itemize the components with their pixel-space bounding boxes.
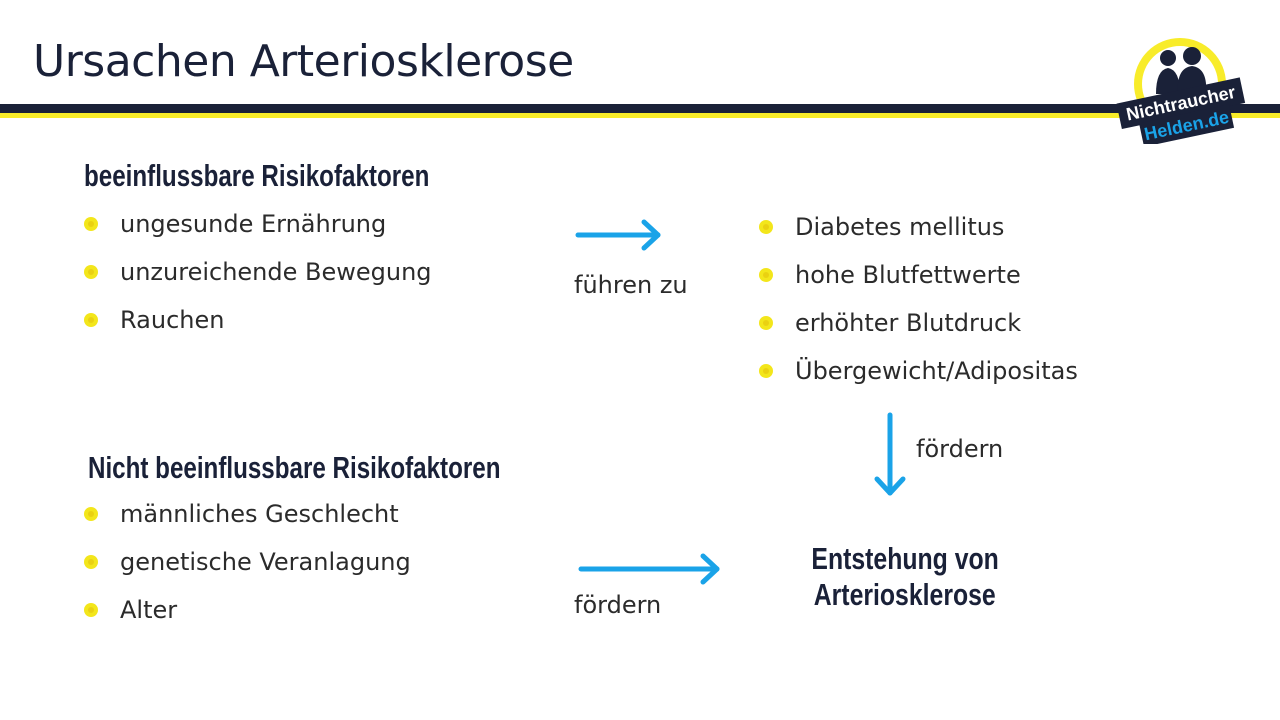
bullet-icon <box>84 603 98 617</box>
list-item: Diabetes mellitus <box>759 215 1078 263</box>
modifiable-list: ungesunde Ernährung unzureichende Bewegu… <box>84 212 432 356</box>
conditions-list: Diabetes mellitus hohe Blutfettwerte erh… <box>759 215 1078 407</box>
result-arteriosclerosis: Entstehung von Arteriosklerose <box>780 541 1030 613</box>
non-modifiable-heading: Nicht beeinflussbare Risikofaktoren <box>88 450 501 485</box>
non-modifiable-list: männliches Geschlecht genetische Veranla… <box>84 502 411 646</box>
bullet-icon <box>84 265 98 279</box>
result-line1: Entstehung von <box>811 541 999 576</box>
bullet-icon <box>84 555 98 569</box>
down-arrow-icon <box>874 412 906 496</box>
list-item: Alter <box>84 598 411 646</box>
modifiable-heading: beeinflussbare Risikofaktoren <box>84 158 430 193</box>
bullet-icon <box>759 268 773 282</box>
list-item: Übergewicht/Adipositas <box>759 359 1078 407</box>
nichtraucher-helden-logo: Nichtraucher Helden.de <box>1116 38 1246 144</box>
arrow-label-promote-down: fördern <box>916 435 1004 463</box>
bullet-icon <box>759 220 773 234</box>
arrow-label-promote-right: fördern <box>574 591 662 619</box>
bullet-icon <box>84 507 98 521</box>
bullet-icon <box>84 217 98 231</box>
list-item: genetische Veranlagung <box>84 550 411 598</box>
bullet-icon <box>759 364 773 378</box>
right-arrow-icon <box>578 553 720 585</box>
list-item: erhöhter Blutdruck <box>759 311 1078 359</box>
list-item: ungesunde Ernährung <box>84 212 432 260</box>
list-item: männliches Geschlecht <box>84 502 411 550</box>
bullet-icon <box>759 316 773 330</box>
bullet-icon <box>84 313 98 327</box>
title-underline-yellow <box>0 113 1280 118</box>
result-line2: Arteriosklerose <box>814 577 996 612</box>
arrow-label-leads-to: führen zu <box>574 271 688 299</box>
right-arrow-icon <box>575 219 661 251</box>
title-underline-navy <box>0 104 1280 113</box>
list-item: Rauchen <box>84 308 432 356</box>
page-title: Ursachen Arteriosklerose <box>33 36 574 87</box>
list-item: unzureichende Bewegung <box>84 260 432 308</box>
list-item: hohe Blutfettwerte <box>759 263 1078 311</box>
